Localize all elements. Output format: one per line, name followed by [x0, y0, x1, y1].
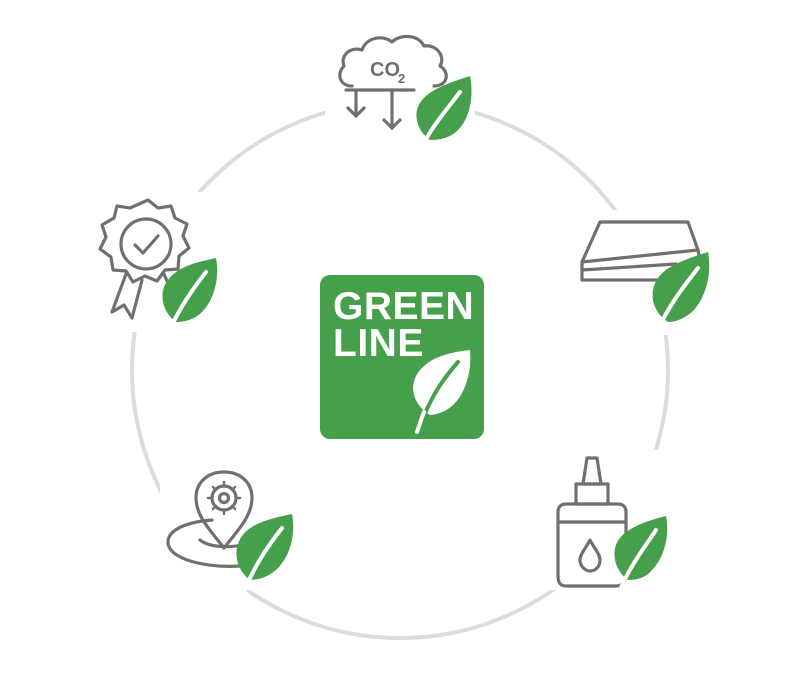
co2-subscript: 2	[398, 71, 405, 86]
co2-cloud-icon: CO 2	[338, 34, 448, 130]
certificate-award-icon	[98, 198, 191, 320]
node-certificate	[90, 192, 225, 336]
leaf-icon	[416, 76, 472, 152]
node-panel-board	[575, 210, 725, 336]
green-line-logo: GREEN LINE	[320, 275, 484, 439]
node-location	[160, 465, 300, 594]
node-co2-reduction: CO 2	[325, 25, 475, 152]
leaf-icon	[652, 252, 710, 336]
logo-line-green: GREEN	[333, 285, 474, 328]
leaf-icon	[413, 350, 471, 434]
logo-line-line: LINE	[333, 322, 424, 365]
adhesive-bottle-icon	[556, 456, 628, 588]
gear-icon	[206, 480, 242, 516]
co2-label: CO	[370, 59, 400, 81]
leaf-icon	[162, 258, 218, 336]
node-adhesive-bottle	[550, 450, 680, 592]
leaf-icon	[614, 516, 668, 592]
leaf-icon	[236, 514, 294, 594]
